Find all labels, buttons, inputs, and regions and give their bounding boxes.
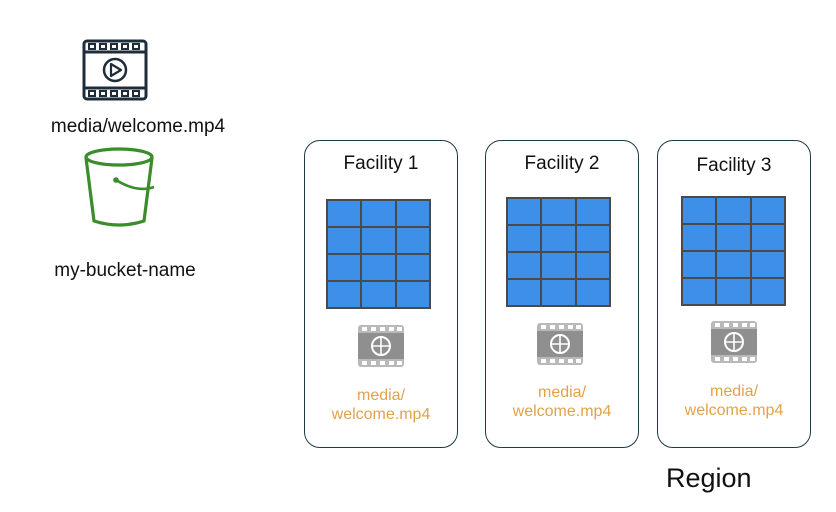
storage-grid-cell — [717, 198, 750, 223]
storage-grid-cell — [576, 253, 609, 278]
object-label-line2: welcome.mp4 — [684, 402, 784, 419]
storage-grid-cell — [542, 199, 575, 224]
object-label-line1: media/ — [356, 387, 406, 404]
storage-grid-cell — [576, 199, 609, 224]
storage-grid — [681, 196, 786, 306]
storage-grid-cell — [542, 280, 575, 305]
storage-grid-cell — [683, 225, 716, 250]
storage-grid-cell — [328, 201, 361, 226]
storage-grid-cell — [542, 226, 575, 251]
facility-title: Facility 2 — [524, 153, 600, 174]
bucket-icon — [84, 147, 155, 227]
object-label-line1: media/ — [709, 383, 759, 400]
storage-grid-cell — [717, 252, 750, 277]
object-replica-label: media/ welcome.mp4 — [305, 386, 457, 424]
storage-grid-cell — [508, 253, 541, 278]
storage-grid-cell — [751, 225, 784, 250]
storage-grid — [326, 199, 431, 309]
facility-box-1: Facility 1 media/ welcome.mp4 — [304, 140, 458, 448]
facility-title: Facility 1 — [343, 153, 419, 174]
storage-grid-cell — [717, 225, 750, 250]
object-replica-label: media/ welcome.mp4 — [658, 382, 810, 420]
object-replica-label: media/ welcome.mp4 — [486, 383, 638, 421]
storage-grid — [506, 197, 611, 307]
facility-title: Facility 3 — [696, 155, 772, 176]
bucket-name: my-bucket-name — [54, 260, 196, 281]
storage-grid-cell — [683, 279, 716, 304]
storage-grid-cell — [396, 255, 429, 280]
facility-box-2: Facility 2 media/ welcome.mp4 — [485, 140, 639, 448]
storage-grid-cell — [396, 201, 429, 226]
storage-grid-cell — [683, 252, 716, 277]
object-label-line2: welcome.mp4 — [512, 403, 612, 420]
storage-grid-cell — [362, 255, 395, 280]
storage-grid-cell — [751, 279, 784, 304]
storage-grid-cell — [328, 228, 361, 253]
video-replica-icon — [537, 323, 583, 365]
facility-box-3: Facility 3 media/ welcome.mp4 — [657, 140, 811, 448]
video-replica-icon — [358, 325, 404, 367]
storage-grid-cell — [396, 282, 429, 307]
storage-grid-cell — [542, 253, 575, 278]
storage-grid-cell — [508, 226, 541, 251]
storage-grid-cell — [576, 226, 609, 251]
object-name: media/welcome.mp4 — [50, 116, 226, 137]
storage-grid-cell — [751, 198, 784, 223]
storage-grid-cell — [683, 198, 716, 223]
storage-grid-cell — [328, 282, 361, 307]
storage-grid-cell — [508, 280, 541, 305]
region-label: Region — [666, 463, 752, 493]
video-replica-icon — [711, 321, 757, 363]
storage-grid-cell — [751, 252, 784, 277]
storage-grid-cell — [508, 199, 541, 224]
video-file-icon — [82, 39, 148, 101]
object-label-line1: media/ — [537, 384, 587, 401]
storage-grid-cell — [576, 280, 609, 305]
storage-grid-cell — [328, 255, 361, 280]
storage-grid-cell — [362, 282, 395, 307]
storage-grid-cell — [362, 201, 395, 226]
object-label-line2: welcome.mp4 — [331, 406, 431, 423]
storage-grid-cell — [396, 228, 429, 253]
storage-grid-cell — [362, 228, 395, 253]
storage-grid-cell — [717, 279, 750, 304]
